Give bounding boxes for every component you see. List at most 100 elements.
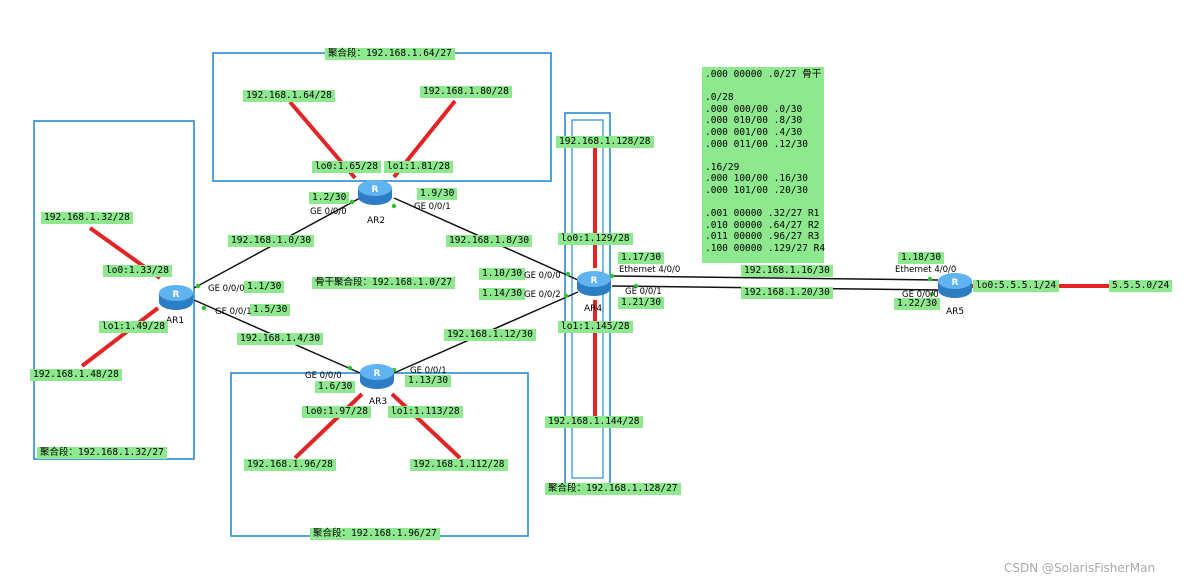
- router-ar5-name: AR5: [946, 307, 965, 317]
- link-label-ar1-ar3: 192.168.1.4/30: [237, 333, 324, 345]
- summary-line: .000 010/00 .8/30: [705, 115, 803, 127]
- port-ar4-ge001: GE 0/0/1: [625, 287, 662, 297]
- if-addr-ar4-ge001: 1.21/30: [618, 297, 665, 309]
- network-n5: 5.5.5.0/24: [1109, 280, 1173, 292]
- port-ar4-ge000: GE 0/0/0: [524, 271, 561, 281]
- network-n48: 192.168.1.48/28: [30, 369, 122, 381]
- port-dot: [927, 276, 933, 282]
- summary-line: .000 011/00 .12/30: [705, 138, 808, 150]
- summary-line: [705, 81, 821, 93]
- link-label-ar4-ar5-b: 192.168.1.20/30: [741, 287, 833, 299]
- port-ar3-ge000: GE 0/0/0: [305, 371, 342, 381]
- link-label-ar2-ar4: 192.168.1.8/30: [446, 235, 533, 247]
- port-ar3-ge001: GE 0/0/1: [410, 366, 447, 376]
- network-n112: 192.168.1.112/28: [410, 459, 508, 471]
- summary-line: .001 00000 .32/27 R1: [705, 208, 820, 220]
- summary-line: .0/28: [705, 92, 734, 104]
- summary-line: [705, 150, 821, 162]
- if-addr-ar4-ge000: 1.10/30: [479, 268, 526, 280]
- area-label-ar4: 聚合段：192.168.1.128/27: [545, 483, 681, 495]
- summary-line: .000 001/00 .4/30: [705, 126, 803, 138]
- network-n128: 192.168.1.128/28: [556, 136, 654, 148]
- summary-line: .010 00000 .64/27 R2: [705, 219, 820, 231]
- area-label-ar2: 聚合段：192.168.1.64/27: [325, 48, 455, 60]
- if-addr-ar2-ge000: 1.2/30: [309, 192, 350, 204]
- loopback-ar4-lo1: lo1:1.145/28: [558, 321, 633, 333]
- router-ar3-icon[interactable]: R: [359, 361, 395, 391]
- loopback-ar2-lo0: lo0:1.65/28: [312, 161, 381, 173]
- port-dot: [565, 271, 571, 277]
- loopback-ar4-lo0: lo0:1.129/28: [558, 233, 633, 245]
- port-ar1-ge001: GE 0/0/1: [215, 307, 252, 317]
- router-ar1-icon[interactable]: R: [158, 282, 194, 312]
- svg-text:R: R: [372, 185, 379, 195]
- summary-line: [705, 197, 821, 209]
- summary-line: .16/29: [705, 161, 740, 173]
- if-addr-ar5-eth: 1.18/30: [898, 252, 945, 264]
- router-ar2-name: AR2: [367, 216, 386, 226]
- area-box-ar1: [33, 120, 195, 460]
- if-addr-ar4-ge002: 1.14/30: [479, 288, 526, 300]
- port-ar2-ge001: GE 0/0/1: [414, 202, 451, 212]
- network-n64: 192.168.1.64/28: [243, 90, 335, 102]
- loopback-ar3-lo0: lo0:1.97/28: [302, 406, 371, 418]
- router-ar3-name: AR3: [369, 397, 388, 407]
- loop-line-ar3-112: [390, 392, 462, 460]
- area-box-ar2: [212, 52, 552, 182]
- area-label-ar3: 聚合段：192.168.1.96/27: [310, 528, 440, 540]
- port-ar1-ge000: GE 0/0/0: [208, 284, 245, 294]
- link-label-ar4-ar5-a: 192.168.1.16/30: [741, 265, 833, 277]
- router-ar2-icon[interactable]: R: [357, 177, 393, 207]
- port-ar5-eth: Ethernet 4/0/0: [895, 265, 957, 275]
- port-dot: [195, 283, 201, 289]
- summary-line: .100 00000 .129/27 R4: [705, 242, 826, 254]
- if-addr-ar1-ge001: 1.5/30: [250, 304, 291, 316]
- if-addr-ar5-ge000: 1.22/30: [894, 298, 941, 310]
- port-dot: [563, 293, 569, 299]
- network-n96: 192.168.1.96/28: [244, 459, 336, 471]
- svg-text:R: R: [374, 369, 381, 379]
- router-ar5-icon[interactable]: R: [937, 270, 973, 300]
- network-n144: 192.168.1.144/28: [545, 416, 643, 428]
- svg-text:R: R: [591, 276, 598, 286]
- summary-line: .000 101/00 .20/30: [705, 184, 808, 196]
- loopback-ar1-lo1: lo1:1.49/28: [99, 321, 168, 333]
- network-n32: 192.168.1.32/28: [41, 212, 133, 224]
- area-label-backbone: 骨干聚合段：192.168.1.0/27: [312, 277, 456, 289]
- port-ar2-ge000: GE 0/0/0: [310, 207, 347, 217]
- link-label-ar3-ar4: 192.168.1.12/30: [444, 329, 536, 341]
- if-addr-ar2-ge001: 1.9/30: [417, 188, 458, 200]
- port-dot: [391, 203, 397, 209]
- port-dot: [633, 283, 639, 289]
- if-addr-ar3-ge001: 1.13/30: [405, 375, 452, 387]
- loopback-ar3-lo1: lo1:1.113/28: [388, 406, 463, 418]
- router-ar1-name: AR1: [166, 316, 185, 326]
- summary-line: .000 000/00 .0/30: [705, 103, 803, 115]
- if-addr-ar4-eth: 1.17/30: [618, 252, 665, 264]
- area-box-ar4-inner: [571, 119, 604, 479]
- watermark: CSDN @SolarisFisherMan: [1004, 561, 1156, 575]
- link-label-ar1-ar2: 192.168.1.0/30: [228, 235, 315, 247]
- network-n80: 192.168.1.80/28: [420, 86, 512, 98]
- area-label-ar1: 聚合段：192.168.1.32/27: [37, 447, 167, 459]
- port-dot: [609, 273, 615, 279]
- loopback-ar5-lo0: lo0:5.5.5.1/24: [973, 280, 1060, 292]
- port-ar5-ge000: GE 0/0/0: [902, 290, 939, 300]
- summary-line: .000 00000 .0/27 骨干: [705, 69, 822, 80]
- summary-line: .011 00000 .96/27 R3: [705, 231, 820, 243]
- port-ar4-ge002: GE 0/0/2: [524, 290, 561, 300]
- loopback-ar1-lo0: lo0:1.33/28: [103, 265, 172, 277]
- link-ar4-ar5-a: [611, 275, 939, 281]
- loopback-ar2-lo1: lo1:1.81/28: [384, 161, 453, 173]
- loop-line-ar3-96: [293, 392, 364, 460]
- port-dot: [201, 305, 207, 311]
- if-addr-ar3-ge000: 1.6/30: [315, 381, 356, 393]
- svg-text:R: R: [952, 278, 959, 288]
- port-dot: [929, 291, 935, 297]
- summary-line: .000 100/00 .16/30: [705, 173, 808, 185]
- svg-text:R: R: [173, 290, 180, 300]
- port-ar4-eth: Ethernet 4/0/0: [619, 265, 681, 275]
- port-dot: [349, 199, 355, 205]
- router-ar4-icon[interactable]: R: [576, 268, 612, 298]
